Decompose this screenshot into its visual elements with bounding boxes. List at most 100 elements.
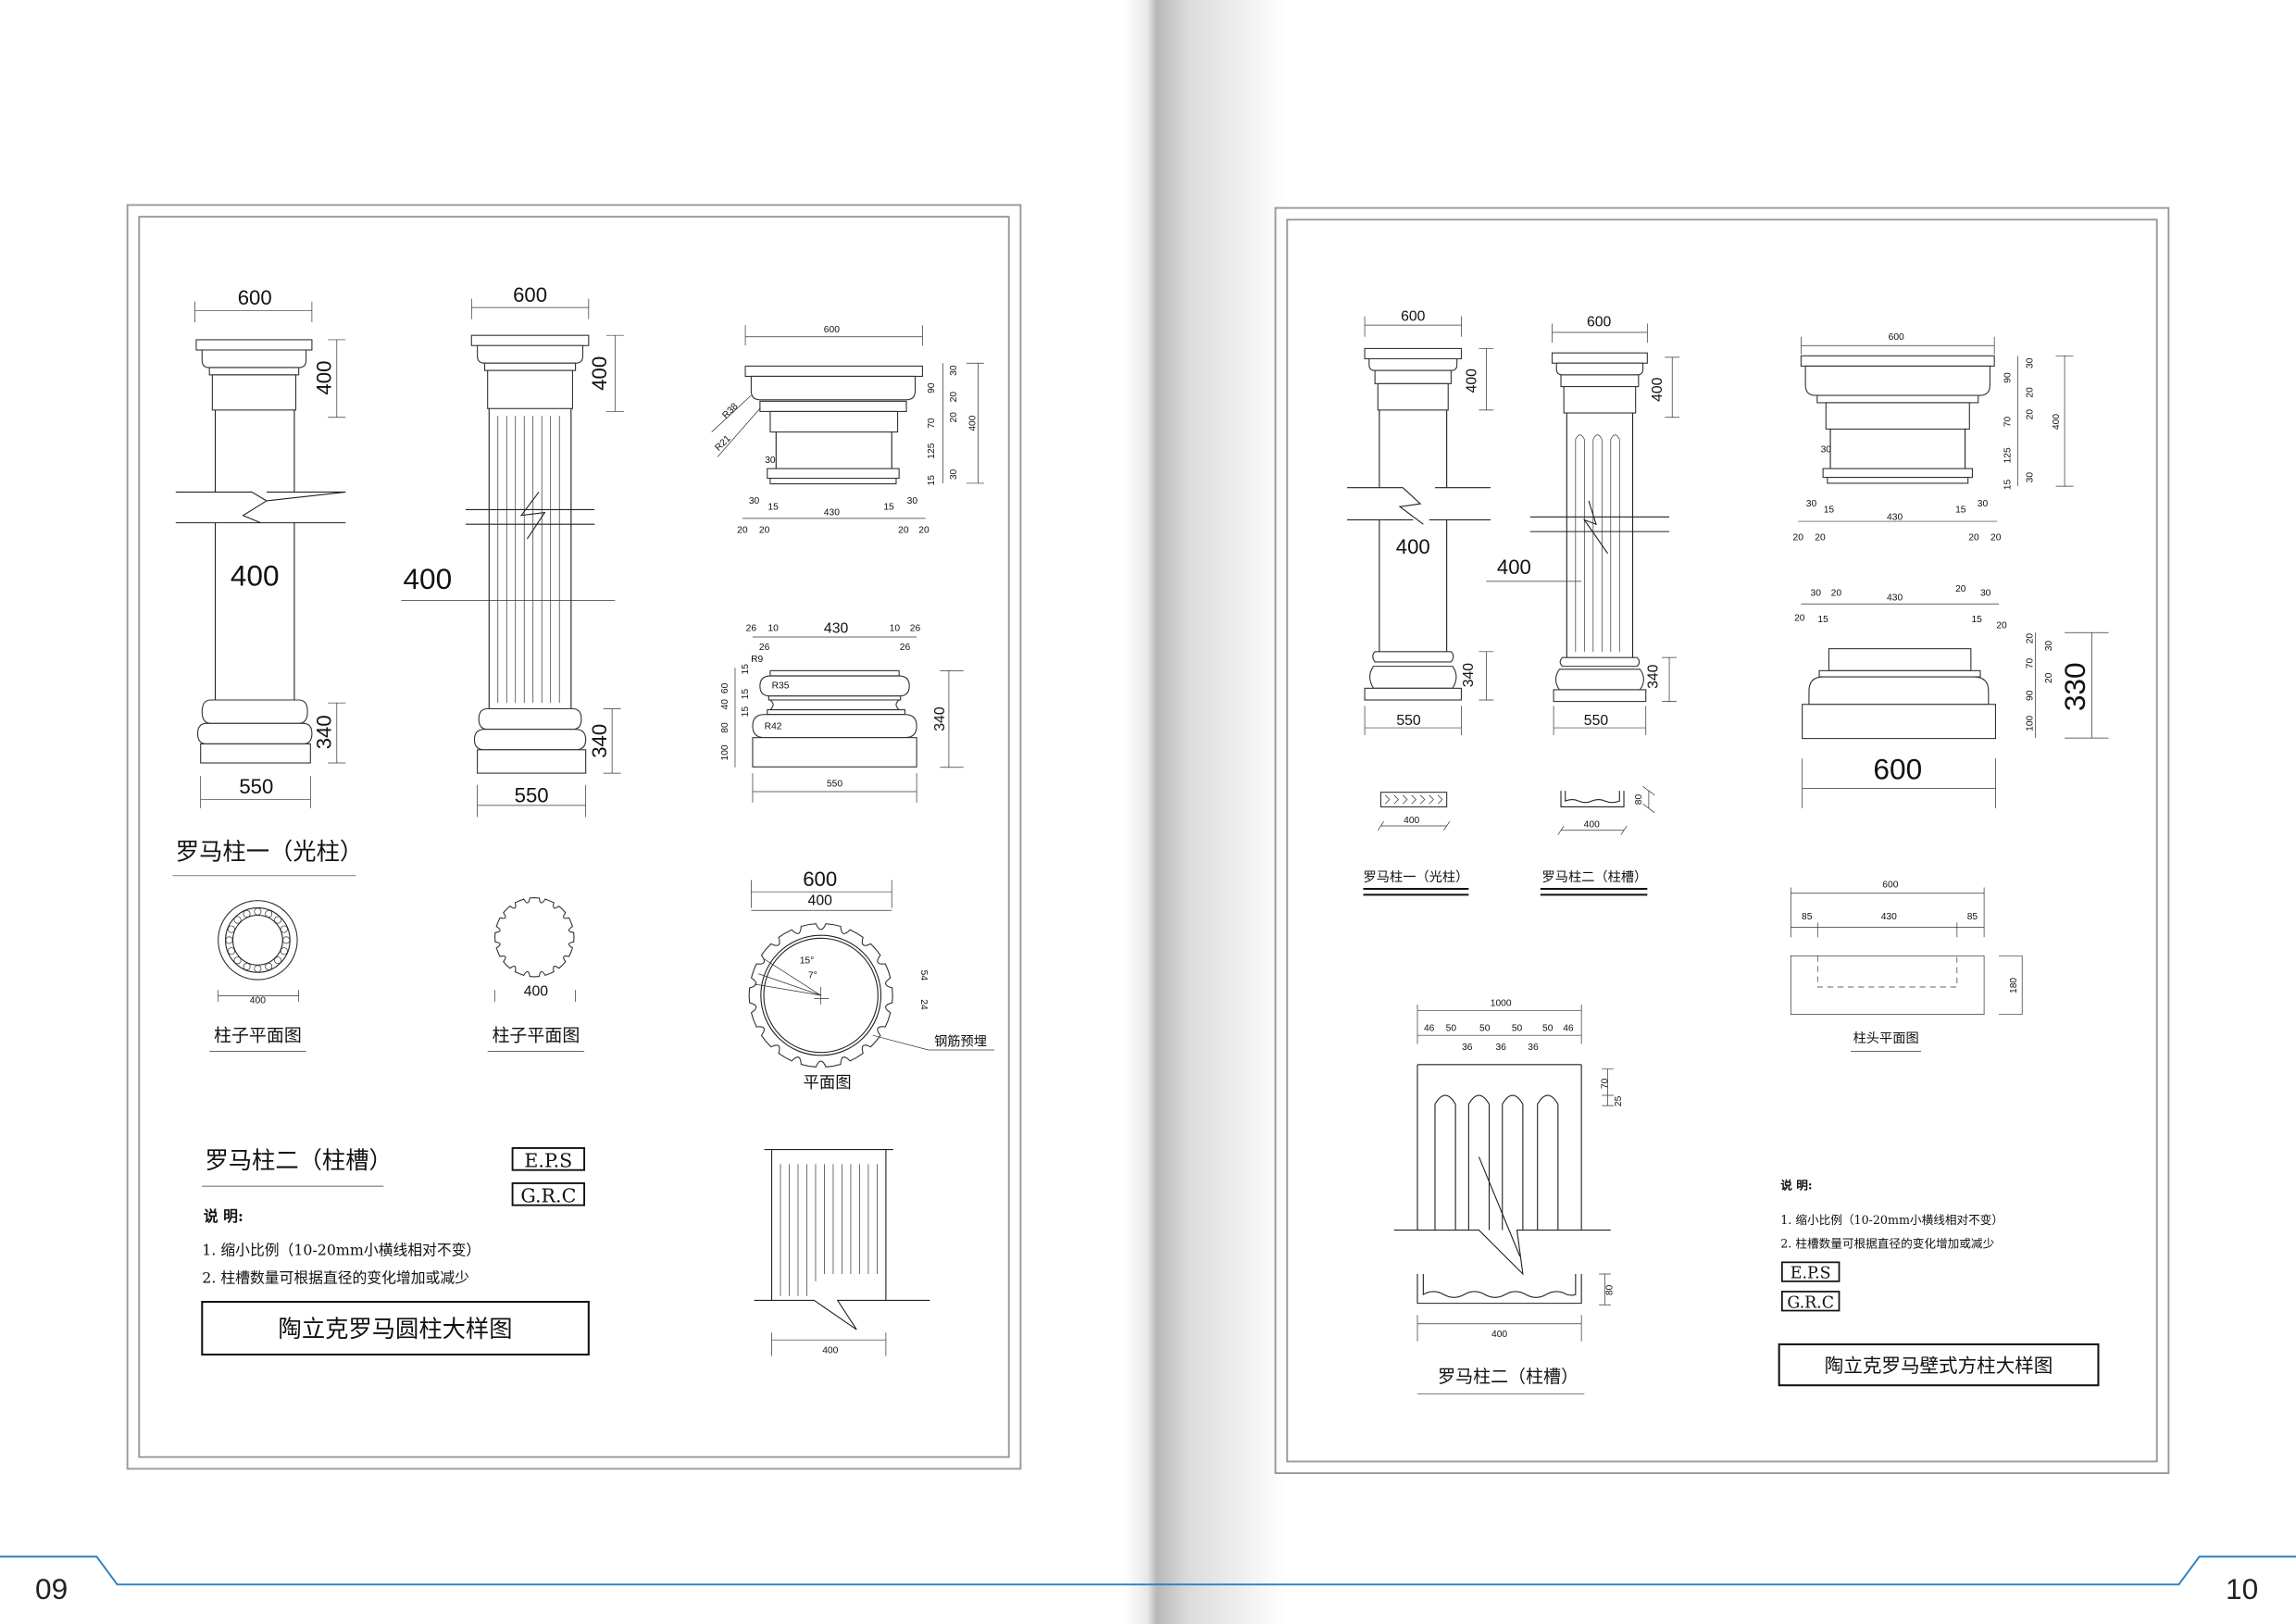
- dim-cap-height: 400: [312, 361, 335, 395]
- dim-base-width: 550: [515, 784, 549, 807]
- dim-outer: 600: [803, 868, 837, 891]
- dim-inner: 400: [808, 893, 833, 908]
- radius-label: R42: [765, 722, 782, 732]
- dim-shaft-diameter: 400: [403, 562, 452, 595]
- plan-view-title: 平面图: [804, 1074, 852, 1093]
- dim-width: 600: [824, 325, 840, 335]
- dim: 15: [1955, 506, 1966, 516]
- dim-height: 30: [949, 468, 959, 480]
- column-plain-elevation: 600 400 400 340 550 罗马柱一（光柱）: [172, 286, 363, 877]
- dim-total: 400: [967, 415, 978, 431]
- dim-cap-height: 400: [1650, 377, 1666, 402]
- dim-base-width: 550: [239, 775, 273, 798]
- column-fluted-elevation: 600 400 400 340 550: [401, 283, 624, 818]
- dim-total: 330: [2058, 662, 2091, 711]
- column-fluted-title: 罗马柱二（柱槽）: [1542, 869, 1648, 885]
- dim-height: 125: [2003, 447, 2014, 463]
- sheet-title: 陶立克罗马壁式方柱大样图: [1825, 1355, 2053, 1377]
- dim: 30: [907, 496, 918, 506]
- dim-height: 30: [2025, 472, 2035, 483]
- bead-mark: [280, 925, 288, 933]
- flute-elevation-title: 罗马柱二（柱槽）: [1438, 1367, 1578, 1387]
- dim-height: 125: [927, 443, 937, 458]
- dim: 20: [1831, 589, 1842, 599]
- dim: 430: [1881, 912, 1897, 922]
- bead-mark: [233, 916, 242, 924]
- dim: 20: [1815, 533, 1826, 543]
- dim: 85: [1802, 912, 1813, 922]
- left-sheet: 600 400 400 340 550 罗马柱一（光柱） 600: [126, 204, 1022, 1470]
- dim-height: 20: [2025, 409, 2035, 420]
- dim-depth: 80: [1634, 794, 1644, 806]
- plan-title: 柱子平面图: [492, 1026, 580, 1046]
- capital-plan-title: 柱头平面图: [1853, 1031, 1919, 1046]
- rebar-label: 钢筋预埋: [934, 1033, 987, 1049]
- plan-title: 柱子平面图: [214, 1026, 302, 1046]
- bead-mark: [265, 909, 273, 918]
- note-item: 2. 柱槽数量可根据直径的变化增加或减少: [1780, 1237, 1994, 1251]
- dim: 25: [1614, 1095, 1624, 1106]
- dim: 20: [1996, 621, 2007, 631]
- dim-top-width: 600: [1587, 315, 1612, 331]
- dim: 30: [1806, 499, 1817, 509]
- column-plain-title: 罗马柱一（光柱）: [1364, 869, 1469, 885]
- dim-diameter: 400: [524, 983, 549, 999]
- outer-frame: [126, 204, 1022, 1470]
- dim-base-width: 550: [1396, 713, 1421, 729]
- material-badge: [511, 1181, 586, 1206]
- dim-neck-offset: 30: [1821, 445, 1832, 456]
- dim-section: 400: [1584, 820, 1600, 831]
- dim-shaft-diameter: 400: [231, 559, 280, 593]
- dim: 15: [1971, 615, 1982, 625]
- dim-top-width: 600: [513, 283, 547, 306]
- dim-height: 70: [2003, 417, 2014, 428]
- dim: 30: [1980, 589, 1991, 599]
- page-number-left: 09: [35, 1572, 68, 1605]
- dim-height: 30: [2025, 357, 2035, 369]
- dim-base-height: 340: [1645, 664, 1661, 689]
- flute-elevation: 400: [754, 1149, 930, 1356]
- plan-view-detail: 600 400 15° 7° 54 24 钢筋预埋 平面图: [748, 868, 994, 1093]
- dim-width: 550: [827, 779, 842, 789]
- dim: 30: [1811, 589, 1822, 599]
- dim-width: 600: [1882, 880, 1898, 890]
- dim: 10: [767, 624, 779, 634]
- fluted-plan-outline: [494, 896, 575, 978]
- dim-height: 15: [2003, 480, 2014, 491]
- plan-plain: 400 柱子平面图: [209, 900, 306, 1052]
- dim: 46: [1424, 1023, 1435, 1033]
- dim-height: 15: [741, 689, 751, 700]
- dim-height: 40: [720, 699, 730, 710]
- bead-mark: [225, 936, 233, 944]
- dim-width: 600: [1889, 332, 1904, 343]
- dim: 15: [883, 502, 894, 512]
- dim: 46: [1563, 1023, 1574, 1033]
- dim: 30: [1978, 499, 1989, 509]
- dim-base-width: 550: [1584, 713, 1609, 729]
- dim-top-width: 600: [238, 286, 272, 309]
- bead-mark: [227, 947, 235, 956]
- dim: 26: [759, 643, 770, 653]
- dim: 24: [918, 999, 929, 1010]
- dim: 20: [1955, 584, 1966, 594]
- material-badge: [1780, 1291, 1841, 1312]
- sheet-title-box: [1778, 1343, 2100, 1387]
- dim-top-width: 600: [1401, 308, 1426, 324]
- capital-detail: 600 30 30 20 20 30 90 70 125 15 400 30 1…: [1793, 332, 2074, 543]
- footer-line-right: [1149, 1555, 2296, 1586]
- dim-width: 400: [1491, 1330, 1507, 1340]
- dim-height: 20: [2044, 672, 2054, 683]
- note-item: 1. 缩小比例（10-20mm小横线相对不变）: [202, 1241, 480, 1258]
- dim-diameter: 400: [250, 995, 266, 1006]
- dim-height: 90: [2003, 372, 2014, 383]
- wall-column-fluted: 600 400 400 340 550 80 400 罗马柱二（柱槽）: [1486, 315, 1680, 896]
- capital-plan: 600 85 430 85 180 柱头平面图: [1790, 880, 2023, 1052]
- material-eps: E.P.S: [524, 1150, 572, 1172]
- note-item: 2. 柱槽数量可根据直径的变化增加或减少: [202, 1268, 469, 1286]
- dim-height: 70: [2025, 657, 2035, 668]
- dim-height: 80: [720, 722, 730, 733]
- dim-height: 30: [2044, 640, 2054, 651]
- material-badge: [1780, 1261, 1841, 1282]
- dim-height: 70: [927, 418, 937, 429]
- dim: 36: [1462, 1043, 1473, 1053]
